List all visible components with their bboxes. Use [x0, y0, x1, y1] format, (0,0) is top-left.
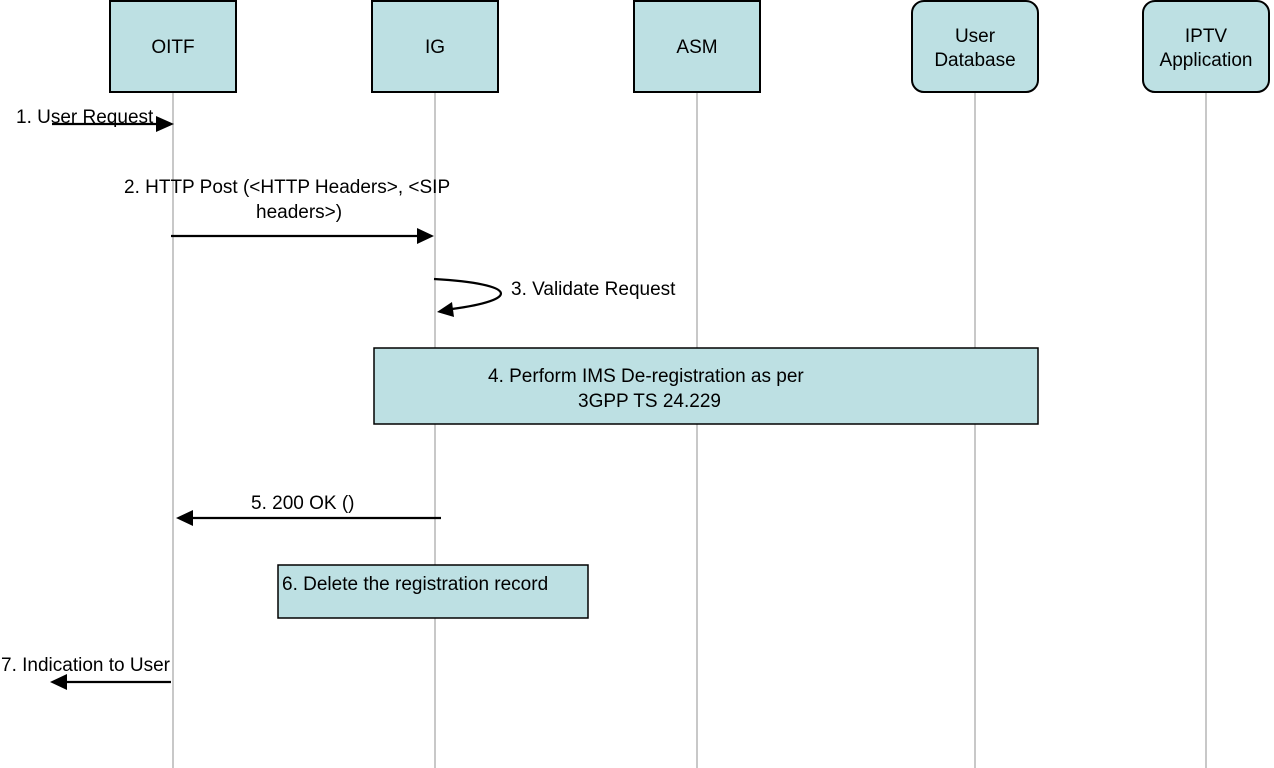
- note-4-label-line2: 3GPP TS 24.229: [578, 391, 721, 412]
- message-2-label-line1: 2. HTTP Post (<HTTP Headers>, <SIP: [124, 177, 450, 198]
- actor-ig: IG: [371, 0, 499, 93]
- message-1-arrowhead: [156, 116, 174, 132]
- message-3-loop: [433, 277, 502, 311]
- actor-iptv-application-label-line2: Application: [1160, 50, 1253, 71]
- note-4-box: [373, 347, 1039, 425]
- message-7-arrowhead: [50, 674, 67, 690]
- note-4: 4. Perform IMS De-registration as per 3G…: [373, 347, 1039, 425]
- actor-iptv-application: IPTV Application: [1142, 0, 1270, 93]
- note-6-label: 6. Delete the registration record: [282, 574, 548, 595]
- message-1: 1. User Request: [16, 107, 174, 132]
- message-2: 2. HTTP Post (<HTTP Headers>, <SIP heade…: [124, 177, 450, 244]
- actor-asm-label: ASM: [676, 37, 717, 58]
- message-3-arrowhead: [437, 302, 454, 317]
- message-3: 3. Validate Request: [433, 277, 676, 317]
- actor-user-database: User Database: [911, 0, 1039, 93]
- message-1-label: 1. User Request: [16, 107, 154, 128]
- actor-oitf-label: OITF: [151, 37, 194, 58]
- note-6: 6. Delete the registration record: [277, 564, 589, 619]
- message-3-label: 3. Validate Request: [511, 279, 676, 300]
- actor-oitf: OITF: [109, 0, 237, 93]
- actor-ig-label: IG: [425, 37, 445, 58]
- actor-iptv-application-label-line1: IPTV: [1185, 26, 1228, 47]
- message-7: 7. Indication to User: [1, 655, 171, 690]
- message-7-label: 7. Indication to User: [1, 655, 171, 676]
- message-5: 5. 200 OK (): [176, 493, 441, 526]
- actor-user-database-label-line1: User: [955, 26, 996, 47]
- note-4-label-line1: 4. Perform IMS De-registration as per: [488, 366, 804, 387]
- actor-user-database-label-line2: Database: [934, 50, 1015, 71]
- message-5-label: 5. 200 OK (): [251, 493, 355, 514]
- message-5-arrowhead: [176, 510, 193, 526]
- message-2-arrowhead: [417, 228, 434, 244]
- message-2-label-line2: headers>): [256, 202, 342, 223]
- actor-asm: ASM: [633, 0, 761, 93]
- note-6-box: [277, 564, 589, 619]
